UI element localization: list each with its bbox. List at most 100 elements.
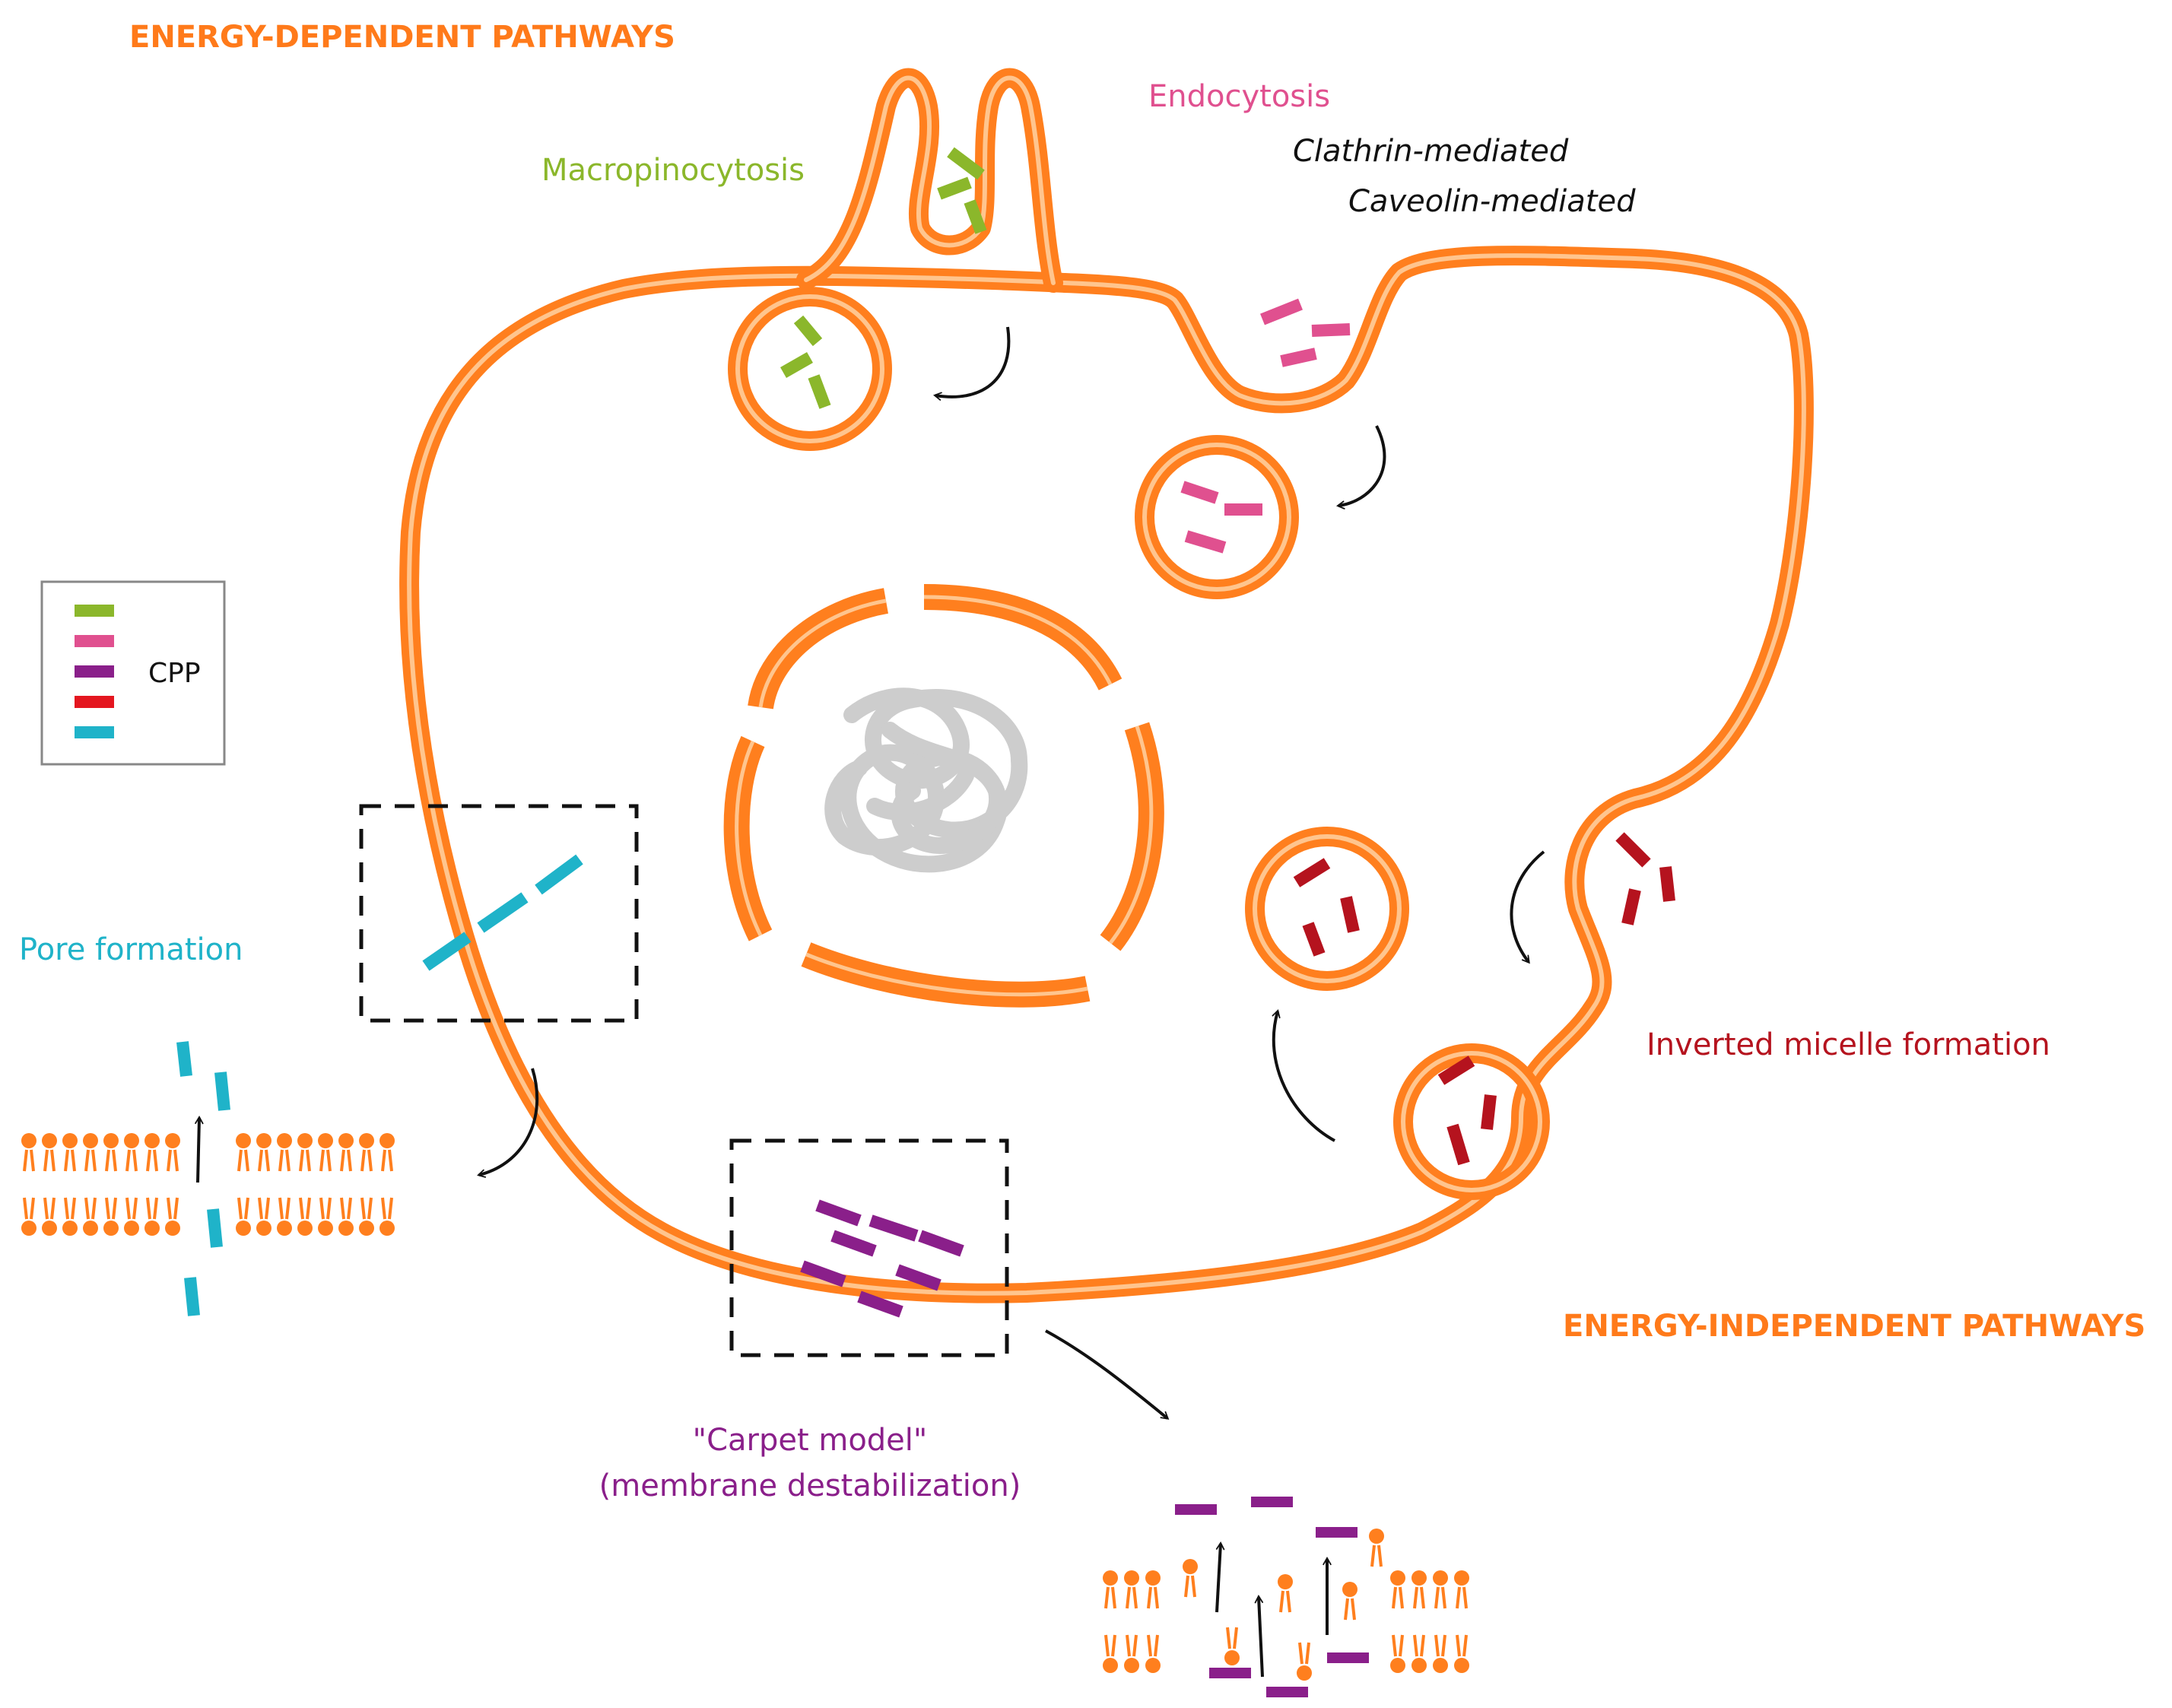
- lipid-tail: [1420, 1634, 1425, 1657]
- legend-swatch: [75, 696, 114, 708]
- lipid-tail: [381, 1197, 386, 1220]
- lipid-head: [277, 1221, 292, 1236]
- lipid-tail: [1147, 1634, 1152, 1657]
- energy-independent-title: ENERGY-INDEPENDENT PATHWAYS: [1563, 1309, 2145, 1344]
- lipid-head: [1103, 1570, 1118, 1586]
- lipid-tail: [167, 1197, 172, 1220]
- lipid-head: [144, 1133, 160, 1148]
- lipid-tail: [1413, 1634, 1418, 1657]
- lipid-tail: [1147, 1586, 1152, 1609]
- legend-swatch: [75, 605, 114, 617]
- lipid-tail: [132, 1149, 138, 1172]
- lipid-head: [359, 1221, 374, 1236]
- lipid-tail: [367, 1149, 373, 1172]
- lipid-head: [165, 1221, 180, 1236]
- carpet-zoom-arrow: [1045, 1329, 1170, 1420]
- lipid-head: [21, 1133, 37, 1148]
- lipid-head: [1145, 1570, 1161, 1586]
- lipid-tail: [347, 1149, 352, 1172]
- lipid-head: [236, 1133, 251, 1148]
- lipid-tail: [105, 1149, 110, 1172]
- legend-swatch: [75, 665, 114, 678]
- lipid-tail: [299, 1149, 304, 1172]
- lipid-tail: [388, 1149, 393, 1172]
- lipid-tail: [125, 1149, 131, 1172]
- lipid-head: [1278, 1574, 1293, 1589]
- lipid-head: [103, 1133, 119, 1148]
- lipid-tail: [388, 1197, 393, 1220]
- lipid-head: [83, 1133, 98, 1148]
- lipid-tail: [1286, 1590, 1291, 1613]
- lipid-tail: [1191, 1575, 1196, 1598]
- lipid-head: [297, 1221, 313, 1236]
- lipid-head: [379, 1133, 395, 1148]
- legend: CPP: [40, 580, 226, 766]
- lipid-head: [1433, 1570, 1448, 1586]
- lipid-head: [103, 1221, 119, 1236]
- lipid-tail: [64, 1197, 69, 1220]
- lipid-tail: [1441, 1586, 1446, 1609]
- lipid-tail: [50, 1197, 56, 1220]
- lipid-head: [21, 1221, 37, 1236]
- lipid-head: [359, 1133, 374, 1148]
- lipid-tail: [1104, 1634, 1110, 1657]
- lipid-tail: [1399, 1586, 1404, 1609]
- legend-swatches: [75, 605, 114, 738]
- lipid-tail: [340, 1149, 345, 1172]
- lipid-head: [379, 1221, 395, 1236]
- lipid-tail: [1399, 1634, 1404, 1657]
- released-micelle-vesicle: [1245, 827, 1409, 991]
- macropinocytosis-arrow: [933, 326, 1011, 401]
- lipid-tail: [1441, 1634, 1446, 1657]
- lipid-tail: [1370, 1545, 1376, 1567]
- micelle-arrow-release: [1272, 1009, 1335, 1142]
- lipid-head: [1145, 1658, 1161, 1673]
- endocytosis-arrow: [1336, 425, 1386, 510]
- lipid-head: [318, 1221, 333, 1236]
- legend-cpp-label: CPP: [148, 658, 201, 689]
- lipid-tail: [1420, 1586, 1425, 1609]
- lipid-tail: [1154, 1586, 1159, 1609]
- legend-swatch: [75, 726, 114, 738]
- lipid-head: [165, 1133, 180, 1148]
- lipid-tail: [153, 1149, 158, 1172]
- lipid-tail: [319, 1149, 325, 1172]
- lipid-tail: [326, 1197, 332, 1220]
- lipid-tail: [1392, 1634, 1397, 1657]
- lipid-head: [1103, 1658, 1118, 1673]
- carpet-bilayer-detail: [1103, 1497, 1469, 1697]
- lipid-tail: [278, 1149, 284, 1172]
- lipid-tail: [146, 1149, 151, 1172]
- lipid-tail: [265, 1197, 270, 1220]
- lipid-tail: [258, 1149, 263, 1172]
- lipid-head: [1183, 1559, 1198, 1574]
- lipid-tail: [50, 1149, 56, 1172]
- lipid-tail: [285, 1149, 291, 1172]
- lipid-tail: [237, 1149, 243, 1172]
- lipid-head: [144, 1221, 160, 1236]
- lipid-tail: [23, 1197, 28, 1220]
- macropinosome-vesicle: [728, 287, 892, 451]
- lipid-head: [1390, 1658, 1405, 1673]
- endocytosis-pit-cpps: [1260, 298, 1351, 367]
- caveolin-label: Caveolin-mediated: [1348, 184, 1636, 219]
- carpet-cpps: [800, 1199, 964, 1318]
- lipid-tail: [1111, 1634, 1116, 1657]
- lipid-tail: [1132, 1586, 1138, 1609]
- lipid-head: [1342, 1582, 1358, 1597]
- lipid-tail: [71, 1197, 76, 1220]
- lipid-head: [277, 1133, 292, 1148]
- lipid-tail: [1226, 1627, 1231, 1649]
- lipid-tail: [326, 1149, 332, 1172]
- lipid-bilayer-carpet: [1103, 1529, 1469, 1681]
- lipid-tail: [71, 1149, 76, 1172]
- lipid-tail: [1132, 1634, 1138, 1657]
- lipid-tail: [1413, 1586, 1418, 1609]
- lipid-tail: [258, 1197, 263, 1220]
- lipid-tail: [84, 1149, 90, 1172]
- lipid-tail: [1456, 1634, 1461, 1657]
- lipid-head: [42, 1133, 57, 1148]
- clathrin-label: Clathrin-mediated: [1293, 134, 1569, 169]
- lipid-tail: [360, 1197, 366, 1220]
